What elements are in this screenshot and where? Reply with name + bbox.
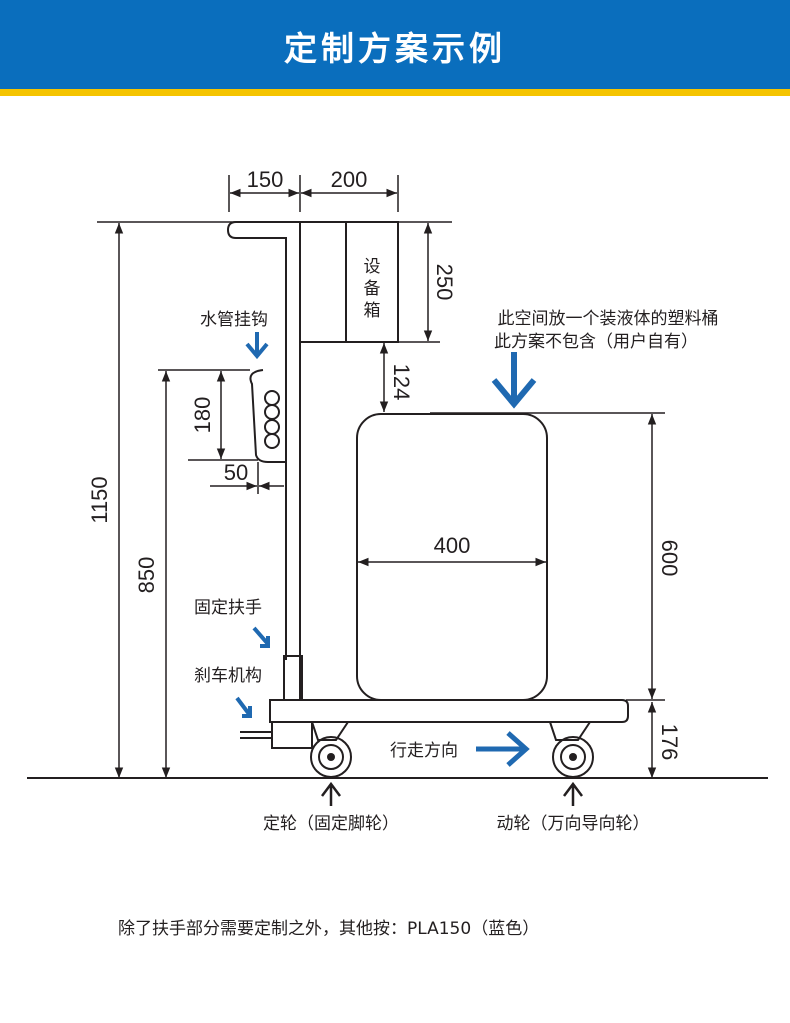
- device-box: [299, 221, 399, 343]
- device-box-label-2: 备: [364, 279, 381, 299]
- footer-note: 除了扶手部分需要定制之外，其他按：PLA150（蓝色）: [118, 919, 540, 939]
- fixed-wheel-label: 定轮（固定脚轮）: [263, 814, 399, 834]
- dim-50: 50: [210, 460, 284, 494]
- fixed-handle-label: 固定扶手: [194, 598, 262, 618]
- moving-wheel-label: 动轮（万向导向轮）: [497, 814, 650, 834]
- fixed-wheel: [310, 736, 352, 778]
- dim-250-label: 250: [432, 264, 457, 301]
- device-box-label-1: 设: [364, 257, 381, 277]
- dim-180: 180: [188, 371, 258, 461]
- space-note-line-1: 此空间放一个装液体的塑料桶: [498, 309, 719, 329]
- dim-200-label: 200: [331, 167, 368, 192]
- dim-250: 250: [398, 223, 457, 343]
- direction-label: 行走方向: [390, 741, 458, 761]
- cart-platform: [240, 655, 629, 749]
- dim-176: 176: [626, 699, 682, 778]
- space-note-line-2: 此方案不包含（用户自有）: [494, 332, 698, 352]
- dim-50-label: 50: [224, 460, 248, 485]
- brake-arrow-icon: [235, 696, 252, 718]
- header-accent-strip: [0, 89, 790, 96]
- brake-label: 刹车机构: [194, 666, 262, 686]
- fixed-wheel-arrow-icon: [321, 781, 341, 806]
- dim-600-label: 600: [657, 540, 682, 577]
- dim-180-label: 180: [190, 397, 215, 434]
- dim-top-widths: 150 200: [228, 167, 399, 212]
- dim-124-label: 124: [389, 364, 414, 401]
- dim-124: 124: [379, 343, 414, 412]
- dim-1150: 1150: [87, 223, 124, 778]
- direction-arrow-icon: [476, 731, 530, 767]
- moving-wheel-arrow-icon: [563, 781, 583, 806]
- dim-400-label: 400: [434, 533, 471, 558]
- space-arrow-icon: [491, 352, 537, 409]
- dim-850: 850: [134, 369, 250, 778]
- moving-wheel: [552, 736, 594, 778]
- water-hook-arrow-icon: [245, 332, 269, 360]
- water-hook-label: 水管挂钩: [200, 310, 268, 330]
- header-banner: [0, 0, 790, 89]
- dim-600: 600: [647, 414, 682, 699]
- dim-150-label: 150: [247, 167, 284, 192]
- device-box-label-3: 箱: [364, 301, 381, 321]
- bucket: 400: [356, 412, 665, 701]
- dim-1150-label: 1150: [87, 476, 112, 523]
- fixed-handle-arrow-icon: [252, 626, 270, 648]
- dim-176-label: 176: [657, 724, 682, 761]
- water-hook: [249, 369, 286, 463]
- dim-850-label: 850: [134, 557, 159, 594]
- page-title: 定制方案示例: [284, 29, 506, 68]
